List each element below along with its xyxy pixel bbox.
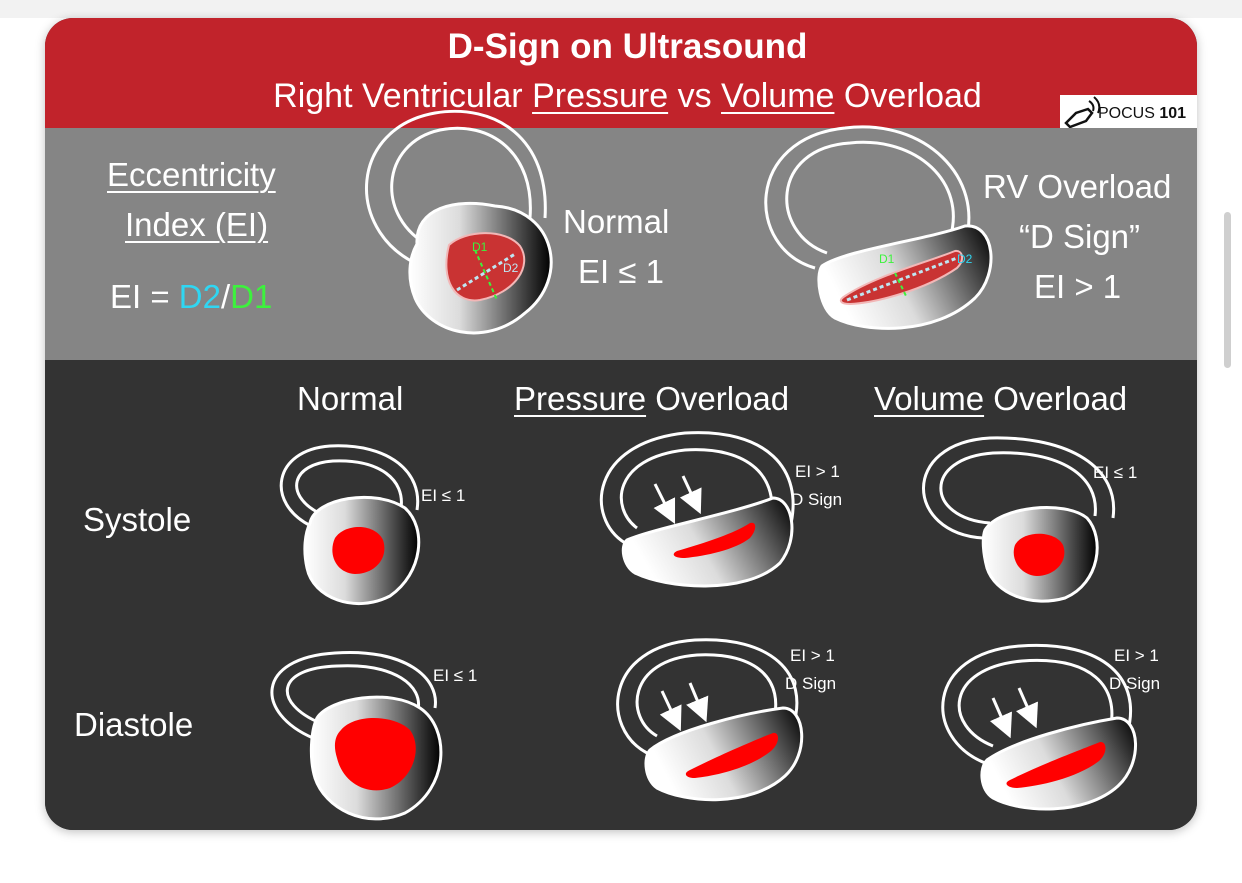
- lv-lumen: [332, 526, 385, 574]
- col-header-volume: Volume Overload: [874, 380, 1127, 418]
- rv-outer-wall: [599, 431, 795, 545]
- pressure-systole-ei: EI > 1: [795, 462, 840, 481]
- col-header-volume-underlined: Volume: [874, 380, 985, 417]
- normal-diastole-heart: [270, 650, 443, 821]
- rv-inner-wall: [295, 459, 403, 514]
- infographic-card: D-Sign on Ultrasound Right Ventricular P…: [45, 18, 1197, 830]
- rv-outer-wall: [616, 638, 799, 755]
- lv-lumen: [685, 732, 779, 778]
- d2-label-normal: D2: [503, 261, 519, 275]
- arrow: [1015, 687, 1038, 729]
- ei-heading-line1: Eccentricity: [107, 156, 276, 193]
- lv-lumen: [839, 249, 963, 306]
- d1-axis: [894, 272, 908, 299]
- normal-systole-ei: EI ≤ 1: [421, 486, 466, 505]
- rv-inner-wall: [390, 126, 532, 248]
- d1-label-overload: D1: [879, 252, 895, 266]
- ei-normal-heart: [365, 109, 553, 335]
- volume-diastole-heart: [941, 643, 1137, 811]
- lv-lumen: [1006, 741, 1106, 788]
- rv-outer-wall: [941, 643, 1133, 765]
- arrow: [653, 483, 676, 525]
- volume-systole-ei: EI ≤ 1: [1093, 463, 1138, 482]
- rv-outer-wall: [764, 125, 971, 270]
- arrow: [686, 682, 709, 723]
- lv-lumen: [1013, 533, 1065, 576]
- row-label-diastole: Diastole: [74, 706, 194, 743]
- volume-diastole-dsign: D Sign: [1109, 674, 1161, 693]
- ei-formula-d2: D2: [178, 278, 221, 315]
- row-label-systole: Systole: [83, 501, 192, 538]
- ultrasound-probe-icon: [1064, 96, 1101, 129]
- browser-top-strip: [0, 0, 1242, 18]
- rv-outer-wall: [279, 444, 420, 528]
- logo-number: 101: [1159, 105, 1187, 122]
- rv-inner-wall: [635, 653, 778, 738]
- rv-overload-ei: EI > 1: [1034, 268, 1122, 305]
- rv-inner-wall: [957, 658, 1114, 748]
- eccentricity-section: [45, 128, 1197, 360]
- d1-axis: [474, 249, 498, 301]
- ei-normal-value: EI ≤ 1: [578, 253, 664, 290]
- volume-diastole-ei: EI > 1: [1114, 646, 1159, 665]
- ei-formula: EI = D2/D1: [110, 278, 272, 316]
- logo-name: POCUS: [1098, 105, 1155, 122]
- ei-formula-slash: /: [220, 278, 231, 315]
- ei-formula-prefix: EI =: [110, 278, 179, 315]
- col-header-normal: Normal: [297, 380, 404, 417]
- d1-label-normal: D1: [472, 240, 488, 254]
- pressure-diastole-heart: [616, 638, 804, 802]
- arrow: [659, 690, 682, 732]
- logo-text: POCUS 101: [1098, 105, 1186, 123]
- ei-normal-label: Normal: [563, 203, 670, 240]
- volume-systole-heart: [922, 436, 1116, 603]
- col-header-pressure-underlined: Pressure: [514, 380, 647, 417]
- subtitle-vs: vs: [668, 77, 722, 115]
- heart-diagrams: [270, 109, 1137, 821]
- lv-wall: [644, 706, 804, 802]
- ei-heading-line2: Index (EI): [125, 206, 269, 243]
- col-header-pressure-rest: Overload: [646, 380, 790, 417]
- pressure-diastole-ei: EI > 1: [790, 646, 835, 665]
- lv-lumen: [673, 522, 756, 558]
- rv-outer-wall: [922, 436, 1116, 540]
- rv-outer-wall: [270, 650, 437, 740]
- rv-outer-wall: [365, 109, 547, 265]
- rv-inner-wall: [939, 451, 1097, 525]
- rv-overload-label: RV Overload: [983, 168, 1172, 205]
- ei-overload-heart: [764, 125, 993, 330]
- pressure-systole-heart: [599, 431, 795, 588]
- normal-systole-heart: [279, 444, 421, 606]
- rv-inner-wall: [285, 664, 421, 725]
- d2-axis: [456, 252, 516, 292]
- lv-lumen: [334, 717, 416, 791]
- page-subtitle: Right Ventricular Pressure vs Volume Ove…: [45, 76, 1197, 116]
- page-title: D-Sign on Ultrasound: [447, 27, 808, 66]
- col-header-pressure: Pressure Overload: [514, 380, 789, 418]
- rv-inner-wall: [785, 140, 955, 255]
- pressure-systole-dsign: D Sign: [791, 490, 843, 509]
- pressure-diastole-dsign: D Sign: [785, 674, 837, 693]
- arrow: [679, 475, 702, 515]
- ei-formula-d1: D1: [230, 278, 273, 315]
- subtitle-volume: Volume: [721, 77, 835, 115]
- subtitle-part1: Right Ventricular: [273, 77, 533, 115]
- d-sign-label: “D Sign”: [1019, 218, 1141, 255]
- scrollbar-thumb[interactable]: [1224, 212, 1231, 368]
- subtitle-part2: Overload: [834, 77, 982, 115]
- d2-axis: [846, 256, 958, 302]
- subtitle-pressure: Pressure: [532, 77, 669, 115]
- pocus-logo: POCUS 101: [1060, 95, 1197, 129]
- col-header-volume-rest: Overload: [984, 380, 1128, 417]
- rv-inner-wall: [619, 448, 774, 530]
- arrow: [989, 697, 1012, 739]
- d2-label-overload: D2: [957, 252, 973, 266]
- normal-diastole-ei: EI ≤ 1: [433, 666, 478, 685]
- header-banner: D-Sign on Ultrasound Right Ventricular P…: [45, 18, 1197, 129]
